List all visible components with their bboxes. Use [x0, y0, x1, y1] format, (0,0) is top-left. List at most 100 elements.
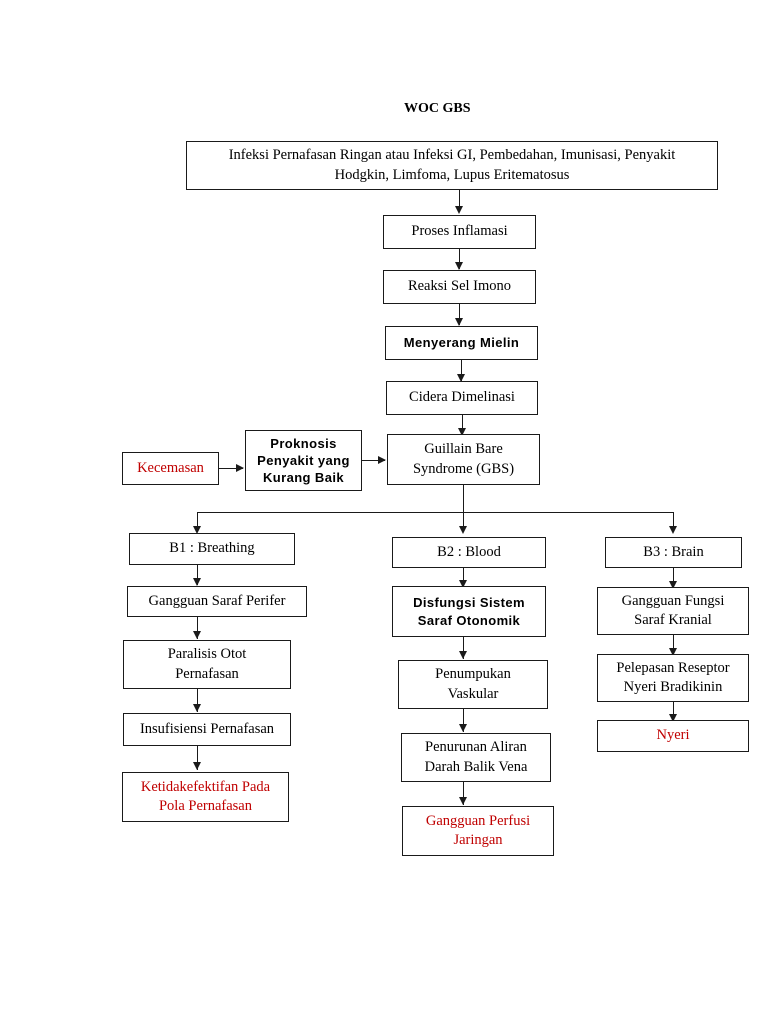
node-b1-gangguan-line1: Gangguan Saraf Perifer: [148, 592, 286, 609]
node-b1-paralisis-line2: Pernafasan: [175, 665, 239, 682]
node-b1-paralisis: Paralisis Otot Pernafasan: [123, 640, 291, 689]
arrowhead-mielin: [455, 318, 463, 326]
node-b3-pelepasan-line2: Nyeri Bradikinin: [623, 679, 723, 695]
edge-trigger-inflamasi: [459, 190, 461, 209]
node-b3-nyeri: Nyeri: [597, 720, 749, 752]
edge-b3-pelepasan: [673, 635, 675, 654]
node-menyerang-mielin: Menyerang Mielin: [385, 326, 538, 360]
node-b2-line1: B2 : Blood: [437, 543, 501, 560]
edge-b3-gangguan: [673, 568, 675, 587]
arrowhead-b3-gangguan: [669, 581, 677, 589]
node-b1: B1 : Breathing: [129, 533, 295, 565]
branch-bus-line: [197, 512, 674, 514]
page-title: WOC GBS: [404, 101, 471, 116]
node-cidera-line1: Cidera Dimelinasi: [409, 389, 515, 406]
node-trigger: Infeksi Pernafasan Ringan atau Infeksi G…: [186, 141, 718, 190]
node-proknosis: Proknosis Penyakit yang Kurang Baik: [245, 430, 362, 491]
node-b3-pelepasan-line1: Pelepasan Reseptor: [616, 659, 730, 676]
node-menyerang-mielin-line1: Menyerang Mielin: [403, 335, 520, 351]
node-b1-ketidakefektifan-line1: Ketidakefektifan Pada: [140, 778, 271, 795]
arrowhead-b3-pelepasan: [669, 648, 677, 656]
node-b2-penurunan-line2: Darah Balik Vena: [424, 758, 528, 775]
edge-b2-perfusi: [463, 782, 465, 805]
arrowhead-b2: [459, 526, 467, 534]
edge-inflamasi-reaksi: [459, 249, 461, 269]
node-b2-penurunan: Penurunan Aliran Darah Balik Vena: [401, 733, 551, 782]
node-kecemasan: Kecemasan: [122, 452, 219, 485]
edge-b1-gangguan: [197, 565, 199, 585]
arrowhead-b1-gangguan: [193, 578, 201, 586]
edge-cidera-gbs: [462, 415, 464, 435]
node-b2-disfungsi: Disfungsi Sistem Saraf Otonomik: [392, 586, 546, 637]
node-b3-pelepasan: Pelepasan Reseptor Nyeri Bradikinin: [597, 654, 749, 702]
node-reaksi-sel: Reaksi Sel Imono: [383, 270, 536, 304]
edge-gbs-bus: [463, 485, 465, 513]
node-b1-insufisiensi-line1: Insufisiensi Pernafasan: [139, 720, 275, 737]
edge-kecemasan-proknosis: [219, 468, 243, 470]
node-b2-disfungsi-line1: Disfungsi Sistem: [413, 595, 525, 611]
edge-b2-disfungsi: [463, 568, 465, 586]
arrowhead-b3: [669, 526, 677, 534]
node-b3-line1: B3 : Brain: [643, 543, 704, 560]
node-gbs-line1: Guillain Bare: [424, 441, 503, 458]
node-b2-penurunan-line1: Penurunan Aliran: [425, 739, 527, 756]
node-b1-ketidakefektifan-line2: Pola Pernafasan: [158, 798, 252, 814]
arrowhead-b2-perfusi: [459, 797, 467, 805]
node-gbs-line2: Syndrome (GBS): [412, 460, 515, 477]
node-b1-gangguan: Gangguan Saraf Perifer: [127, 586, 307, 617]
edge-b1-paralisis: [197, 617, 199, 639]
arrowhead-reaksi: [455, 262, 463, 270]
node-b2-perfusi-line1: Gangguan Perfusi: [425, 812, 531, 829]
node-proknosis-line1: Proknosis: [270, 435, 337, 451]
node-proknosis-line3: Kurang Baik: [263, 470, 344, 486]
node-b3: B3 : Brain: [605, 537, 742, 568]
arrowhead-cidera: [457, 374, 465, 382]
edge-b2-penurunan: [463, 709, 465, 732]
arrowhead-b2-penumpukan: [459, 651, 467, 659]
edge-bus-b3: [673, 512, 675, 532]
arrowhead-b2-penurunan: [459, 724, 467, 732]
node-b2-penumpukan-line2: Vaskular: [447, 685, 499, 702]
edge-reaksi-mielin: [459, 304, 461, 325]
edge-bus-b1: [197, 512, 199, 532]
arrowhead-b3-nyeri: [669, 714, 677, 722]
node-b1-line1: B1 : Breathing: [169, 540, 255, 557]
node-b2: B2 : Blood: [392, 537, 546, 568]
node-reaksi-sel-line1: Reaksi Sel Imono: [407, 278, 512, 295]
edge-bus-b2: [463, 512, 465, 532]
node-b1-insufisiensi: Insufisiensi Pernafasan: [123, 713, 291, 746]
arrowhead-b2-disfungsi: [459, 580, 467, 588]
node-b1-ketidakefektifan: Ketidakefektifan Pada Pola Pernafasan: [122, 772, 289, 822]
edge-proknosis-gbs: [362, 460, 385, 462]
edge-mielin-cidera: [461, 360, 463, 381]
node-inflamasi: Proses Inflamasi: [383, 215, 536, 249]
arrowhead-b1-ketidakefektifan: [193, 762, 201, 770]
arrowhead-gbs: [458, 428, 466, 436]
arrowhead-b1-insufisiensi: [193, 704, 201, 712]
edge-b1-ketidakefektifan: [197, 746, 199, 770]
node-b2-penumpukan: Penumpukan Vaskular: [398, 660, 548, 709]
node-b1-paralisis-line1: Paralisis Otot: [167, 646, 247, 663]
arrowhead-proknosis: [236, 464, 244, 472]
node-b2-disfungsi-line2: Saraf Otonomik: [417, 612, 521, 628]
node-b3-nyeri-line1: Nyeri: [656, 727, 690, 744]
node-b2-perfusi-line2: Jaringan: [453, 832, 503, 848]
node-kecemasan-line1: Kecemasan: [137, 459, 204, 476]
node-trigger-line1: Infeksi Pernafasan Ringan atau Infeksi G…: [228, 147, 676, 164]
node-cidera: Cidera Dimelinasi: [386, 381, 538, 415]
node-b3-gangguan-line2: Saraf Kranial: [634, 612, 712, 628]
node-trigger-line2: Hodgkin, Limfoma, Lupus Eritematosus: [334, 166, 570, 183]
node-gbs: Guillain Bare Syndrome (GBS): [387, 434, 540, 485]
arrowhead-inflamasi: [455, 206, 463, 214]
node-b2-penumpukan-line1: Penumpukan: [435, 666, 511, 683]
node-b3-gangguan-line1: Gangguan Fungsi: [621, 592, 725, 609]
node-proknosis-line2: Penyakit yang: [257, 452, 350, 468]
arrowhead-gbs-side: [378, 456, 386, 464]
node-b2-perfusi: Gangguan Perfusi Jaringan: [402, 806, 554, 856]
edge-b3-nyeri: [673, 702, 675, 720]
edge-b1-insufisiensi: [197, 689, 199, 712]
node-inflamasi-line1: Proses Inflamasi: [411, 223, 508, 240]
node-b3-gangguan: Gangguan Fungsi Saraf Kranial: [597, 587, 749, 635]
arrowhead-b1-paralisis: [193, 631, 201, 639]
